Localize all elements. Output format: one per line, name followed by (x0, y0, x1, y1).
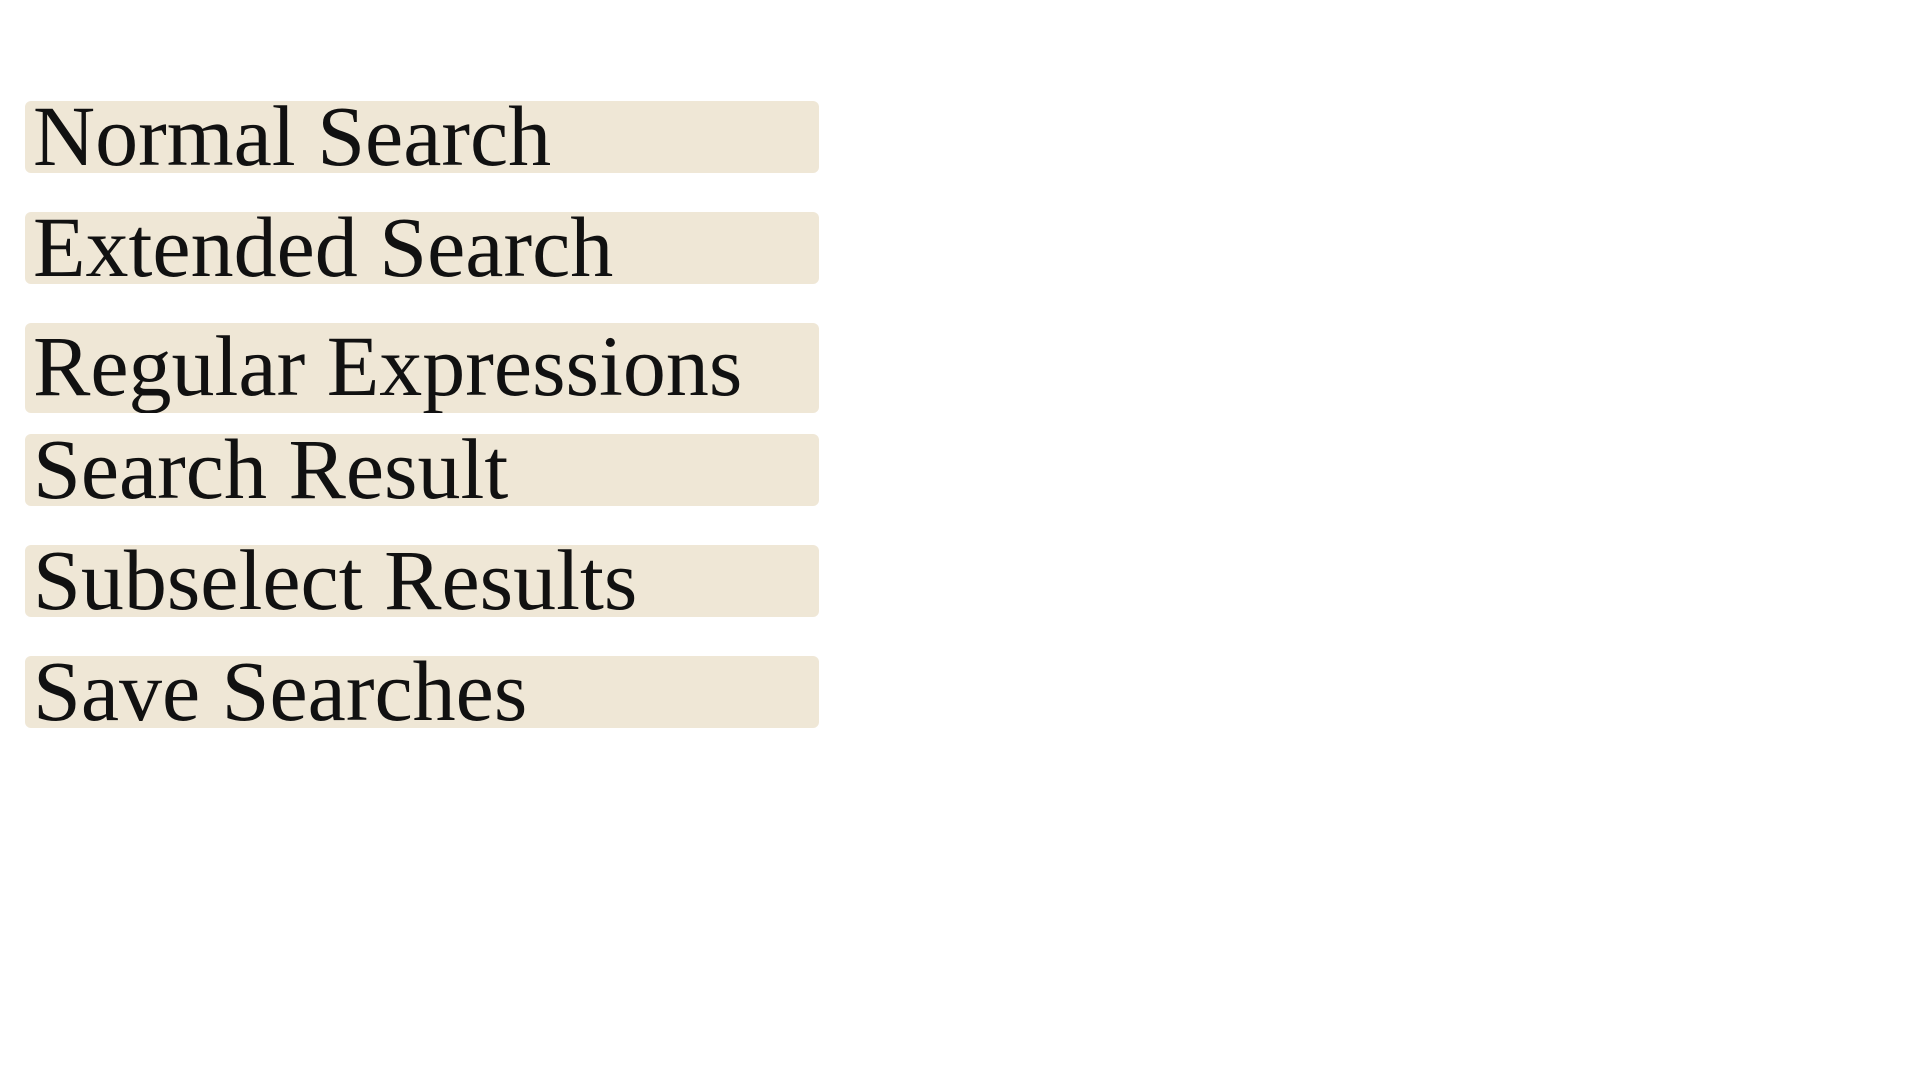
menu-item-label: Normal Search (33, 101, 552, 173)
menu-item-subselect-results[interactable]: Subselect Results (25, 545, 819, 617)
menu-item-save-searches[interactable]: Save Searches (25, 656, 819, 728)
search-topics-menu: Normal Search Extended Search Regular Ex… (25, 101, 819, 767)
menu-item-label: Extended Search (33, 212, 614, 284)
menu-item-label: Subselect Results (33, 545, 638, 617)
menu-item-label: Search Result (33, 434, 509, 506)
menu-item-label: Regular Expressions (33, 323, 743, 413)
menu-item-label: Save Searches (33, 656, 528, 728)
menu-item-regular-expressions[interactable]: Regular Expressions (25, 323, 819, 413)
menu-item-normal-search[interactable]: Normal Search (25, 101, 819, 173)
menu-item-extended-search[interactable]: Extended Search (25, 212, 819, 284)
menu-item-search-result[interactable]: Search Result (25, 434, 819, 506)
